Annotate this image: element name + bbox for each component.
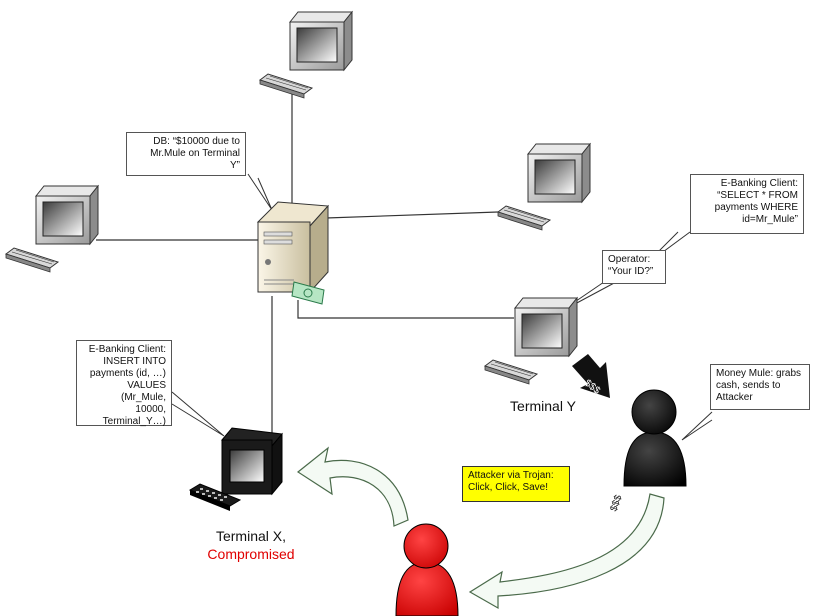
link-server-terminal-y — [297, 300, 514, 319]
terminal-x-label: Terminal X, — [215, 528, 287, 544]
callout-ebanking-x: E-Banking Client: INSERT INTO payments (… — [76, 340, 172, 427]
link-server-right — [325, 211, 499, 219]
flow-arrow-attacker-to-x — [296, 446, 409, 527]
computer-icon — [259, 11, 353, 99]
terminal-x-status: Compromised — [207, 546, 295, 562]
cash-arrow-black: $$$ — [572, 354, 610, 398]
callout-attacker: Attacker via Trojan: Click, Click, Save! — [462, 466, 570, 502]
banknote-icon — [291, 281, 325, 305]
computer-icon — [5, 185, 99, 273]
callout-db: DB: “$10000 due to Mr.Mule on Terminal Y… — [126, 132, 246, 176]
person-icon — [395, 523, 459, 616]
callout-ebanking-y: E-Banking Client: “SELECT * FROM payment… — [690, 174, 804, 234]
server-icon — [256, 201, 330, 294]
network-links — [96, 86, 514, 444]
terminal-y-label: Terminal Y — [510, 398, 576, 414]
cash-arrow-label: $$$ — [608, 493, 624, 513]
terminal-y-computer-icon — [484, 297, 578, 385]
callout-money-mule: Money Mule: grabs cash, sends to Attacke… — [710, 364, 810, 410]
flow-arrow-mule-to-attacker: $$$ — [468, 493, 665, 610]
callout-operator: Operator: “Your ID?” — [602, 250, 666, 284]
computer-icon — [497, 143, 591, 231]
person-icon — [623, 389, 687, 487]
terminal-x-computer-icon — [188, 427, 283, 511]
